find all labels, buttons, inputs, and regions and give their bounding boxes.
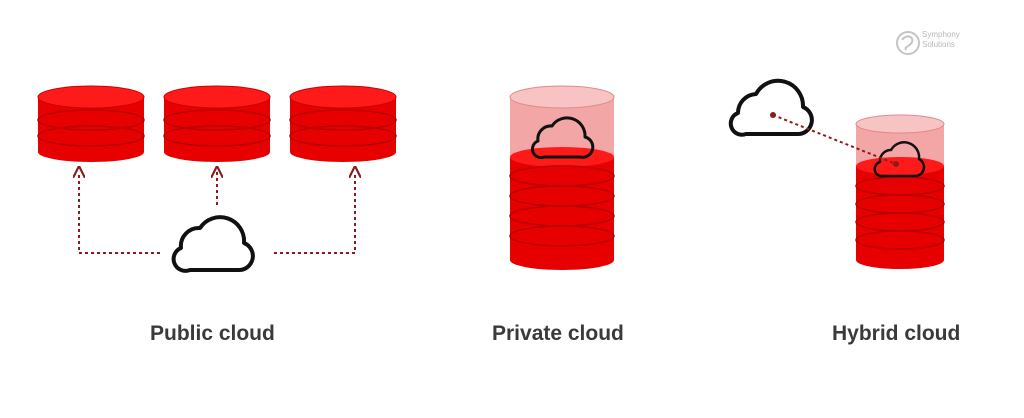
hybrid-cloud-group: [728, 78, 945, 269]
hybrid-cloud-label: Hybrid cloud: [832, 322, 961, 345]
cloud-icon: [873, 141, 926, 178]
private-cloud-label: Private cloud: [492, 322, 624, 345]
public-connector-arrows: [79, 172, 355, 254]
public-database-3: [289, 85, 397, 162]
brand-line-2: Solutions: [922, 40, 955, 49]
public-database-2: [163, 85, 271, 162]
cloud-icon: [530, 116, 595, 160]
public-cloud-label: Public cloud: [150, 322, 275, 345]
public-database-1: [37, 85, 145, 162]
brand-line-1: Symphony: [922, 30, 960, 39]
cloud-icon: [728, 78, 814, 137]
private-cloud-group: [509, 85, 615, 270]
cloud-icon: [171, 215, 255, 273]
logo-icon: [896, 31, 920, 55]
arrow-to-database-3: [274, 172, 355, 254]
public-cloud-group: [37, 85, 397, 273]
hybrid-connector: [772, 114, 897, 165]
brand-name: Symphony Solutions: [922, 30, 960, 50]
arrow-to-database-1: [79, 172, 160, 254]
